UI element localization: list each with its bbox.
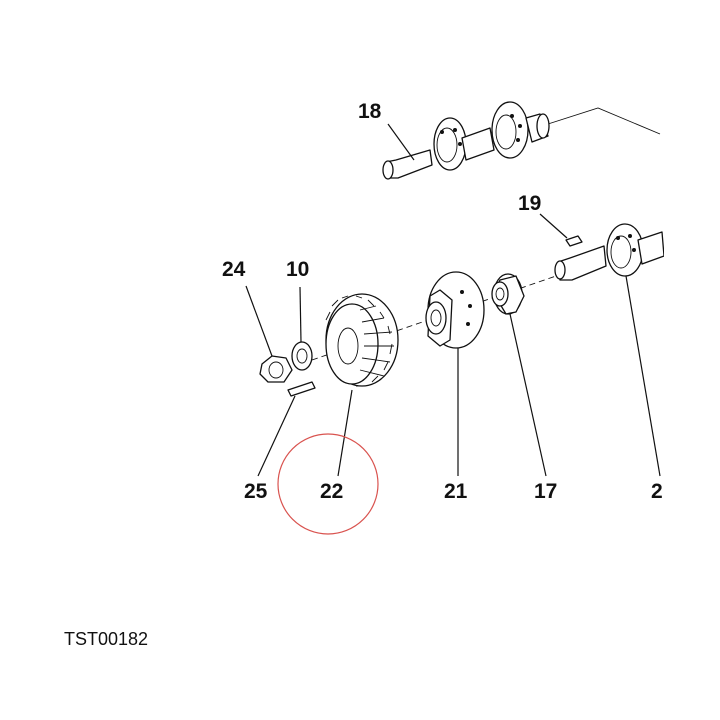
hub-21 xyxy=(425,271,485,349)
callout-18: 18 xyxy=(358,100,382,123)
pin-19 xyxy=(565,235,583,247)
camshaft-lower xyxy=(554,223,665,281)
leader-line-2 xyxy=(625,275,661,477)
nut-24 xyxy=(259,355,293,383)
key-25 xyxy=(287,381,316,397)
leader-line-24 xyxy=(245,285,273,357)
washer-10 xyxy=(291,341,313,371)
callout-22: 22 xyxy=(320,480,343,503)
leader-line-19 xyxy=(539,213,568,239)
callout-2: 2 xyxy=(651,480,663,503)
leader-line-10 xyxy=(299,286,302,343)
callout-10: 10 xyxy=(286,258,309,281)
camshaft-upper xyxy=(382,101,661,180)
sprocket-22 xyxy=(325,293,399,387)
leader-line-22 xyxy=(337,389,353,477)
leader-line-18 xyxy=(387,123,415,161)
figure-reference: TST00182 xyxy=(64,629,148,649)
callout-21: 21 xyxy=(444,480,468,503)
leader-line-17 xyxy=(509,313,547,477)
callout-25: 25 xyxy=(244,480,268,503)
highlight-circle-22 xyxy=(277,433,379,535)
callout-24: 24 xyxy=(222,258,246,281)
crop-mask xyxy=(664,0,720,720)
callout-19: 19 xyxy=(518,192,541,215)
callout-17: 17 xyxy=(534,480,557,503)
spacer-17 xyxy=(491,273,525,315)
leader-line-25 xyxy=(257,395,296,477)
